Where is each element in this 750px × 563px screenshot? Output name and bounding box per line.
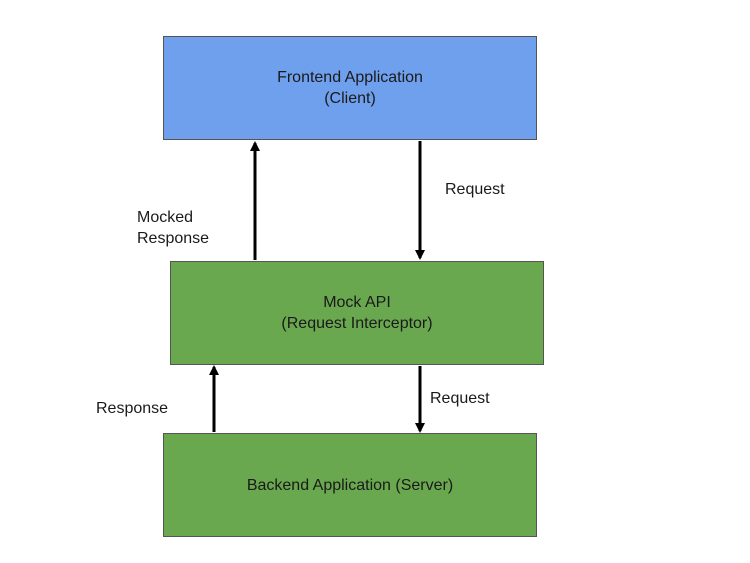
request-label-mock-to-backend: Request xyxy=(430,390,490,407)
mocked-response-label-line2: Response xyxy=(137,230,210,247)
mock-api-node-subtitle: (Request Interceptor) xyxy=(281,315,433,332)
mocked-response-label-line1: Mocked xyxy=(137,209,194,226)
request-label-frontend-to-mock: Request xyxy=(445,181,505,198)
frontend-application-node: Frontend Application (Client) xyxy=(163,36,537,140)
mocked-response-label: Mocked Response xyxy=(137,207,209,249)
backend-node-title: Backend Application (Server) xyxy=(246,476,454,494)
response-label-backend-to-mock: Response xyxy=(96,400,169,417)
frontend-node-subtitle: (Client) xyxy=(324,90,376,107)
backend-application-node: Backend Application (Server) xyxy=(163,433,537,537)
mock-api-node-title: Mock API xyxy=(323,294,391,311)
mock-api-node: Mock API (Request Interceptor) xyxy=(170,261,544,365)
frontend-node-title: Frontend Application xyxy=(277,69,423,86)
